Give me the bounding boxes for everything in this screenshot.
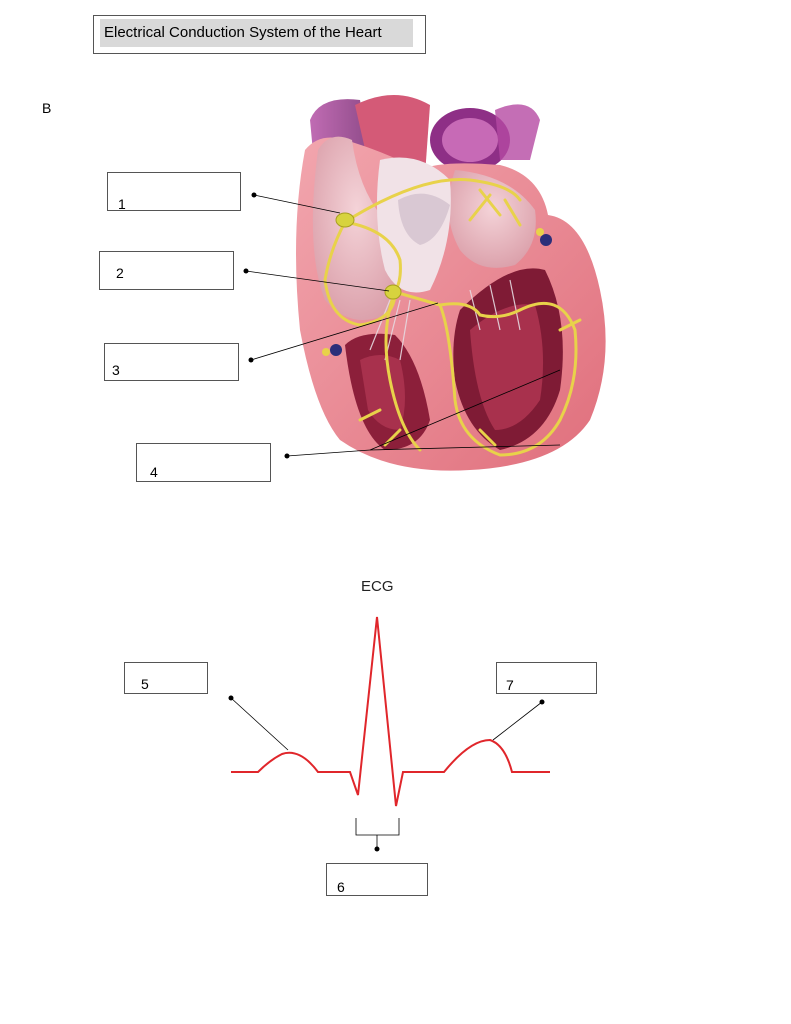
label-box-2[interactable] — [99, 251, 234, 290]
av-node — [384, 284, 402, 300]
label-number-5: 5 — [141, 676, 149, 692]
page-title: Electrical Conduction System of the Hear… — [100, 19, 413, 47]
label-number-1: 1 — [118, 196, 126, 212]
ecg-leader-lines — [230, 697, 543, 848]
conduction-pathways — [323, 178, 582, 457]
label-box-3[interactable] — [104, 343, 239, 381]
label-box-6[interactable] — [326, 863, 428, 896]
section-label: B — [42, 100, 52, 116]
label-number-7: 7 — [506, 677, 514, 693]
label-number-3: 3 — [112, 362, 120, 378]
label-number-4: 4 — [150, 464, 158, 480]
label-box-4[interactable] — [136, 443, 271, 482]
label-number-2: 2 — [116, 265, 124, 281]
label-box-1[interactable] — [107, 172, 241, 211]
heart-leader-lines — [245, 194, 561, 457]
ecg-title: ECG — [361, 578, 394, 595]
title-box: Electrical Conduction System of the Hear… — [93, 15, 426, 54]
label-box-7[interactable] — [496, 662, 597, 694]
label-number-6: 6 — [337, 879, 345, 895]
sa-node — [335, 212, 355, 228]
ecg-trace — [231, 616, 550, 807]
label-box-5[interactable] — [124, 662, 208, 694]
right-atrium — [312, 136, 401, 320]
